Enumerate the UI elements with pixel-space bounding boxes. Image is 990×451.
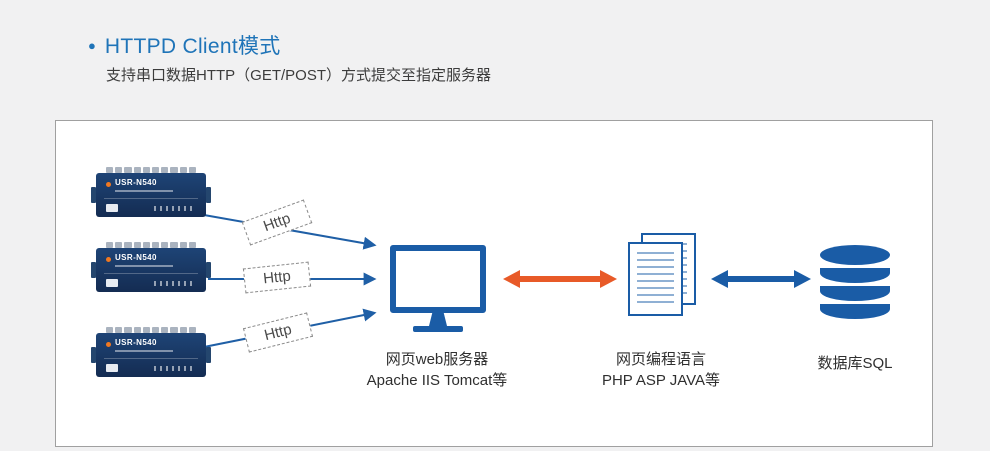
server-language-double-arrow <box>503 270 617 288</box>
device-divider <box>104 198 198 199</box>
page-front <box>628 242 683 316</box>
device-port-icon <box>106 279 118 287</box>
diagram-panel: USR-N540 USR-N540 <box>55 120 933 447</box>
web-server-caption: 网页web服务器 Apache IIS Tomcat等 <box>337 349 537 391</box>
terminal-blocks <box>106 327 197 333</box>
mount-ear-right <box>206 347 211 363</box>
language-caption: 网页编程语言 PHP ASP JAVA等 <box>561 349 761 391</box>
device-model-label: USR-N540 <box>115 253 157 262</box>
device-model-label: USR-N540 <box>115 338 157 347</box>
mount-ear-right <box>206 262 211 278</box>
web-server-icon <box>390 245 486 332</box>
device-subtext-placeholder <box>115 350 173 352</box>
mount-ear-left <box>91 187 96 203</box>
monitor-base <box>413 326 463 332</box>
database-icon <box>820 245 890 319</box>
power-led-icon <box>106 182 111 187</box>
monitor-stand <box>429 313 447 326</box>
bullet-icon: ● <box>88 37 96 53</box>
device-body: USR-N540 <box>96 248 206 292</box>
device-markings <box>154 366 196 371</box>
power-led-icon <box>106 342 111 347</box>
db-disk-1 <box>820 268 890 283</box>
database-caption-line1: 数据库SQL <box>817 355 893 372</box>
code-pages-icon <box>628 233 698 321</box>
database-caption: 数据库SQL <box>775 353 935 374</box>
db-disk-3 <box>820 304 890 319</box>
page-subtitle: 支持串口数据HTTP（GET/POST）方式提交至指定服务器 <box>106 67 492 84</box>
http-label-3: Http <box>242 312 314 353</box>
device-markings <box>154 206 196 211</box>
serial-server-device-1: USR-N540 <box>91 167 211 217</box>
page-title: HTTPD Client模式 <box>104 35 281 58</box>
header: ● HTTPD Client模式 <box>88 30 281 60</box>
web-server-caption-line1: 网页web服务器 <box>385 351 489 368</box>
device-divider <box>104 273 198 274</box>
http-label-1: Http <box>241 199 313 246</box>
serial-server-device-3: USR-N540 <box>91 327 211 377</box>
db-disk-2 <box>820 286 890 301</box>
mount-ear-left <box>91 262 96 278</box>
db-disk-top <box>820 245 890 265</box>
device-subtext-placeholder <box>115 190 173 192</box>
device-body: USR-N540 <box>96 173 206 217</box>
device-body: USR-N540 <box>96 333 206 377</box>
mount-ear-left <box>91 347 96 363</box>
terminal-blocks <box>106 242 197 248</box>
power-led-icon <box>106 257 111 262</box>
text-lines <box>637 252 674 306</box>
device-port-icon <box>106 364 118 372</box>
device-markings <box>154 281 196 286</box>
monitor-screen <box>390 245 486 313</box>
device-model-label: USR-N540 <box>115 178 157 187</box>
mount-ear-right <box>206 187 211 203</box>
web-server-caption-line2: Apache IIS Tomcat等 <box>366 372 508 389</box>
language-caption-line1: 网页编程语言 <box>615 351 706 368</box>
serial-server-device-2: USR-N540 <box>91 242 211 292</box>
language-caption-line2: PHP ASP JAVA等 <box>601 372 721 389</box>
device-subtext-placeholder <box>115 265 173 267</box>
language-database-double-arrow <box>711 270 811 288</box>
device-divider <box>104 358 198 359</box>
http-label-2: Http <box>242 261 312 294</box>
device-port-icon <box>106 204 118 212</box>
terminal-blocks <box>106 167 197 173</box>
